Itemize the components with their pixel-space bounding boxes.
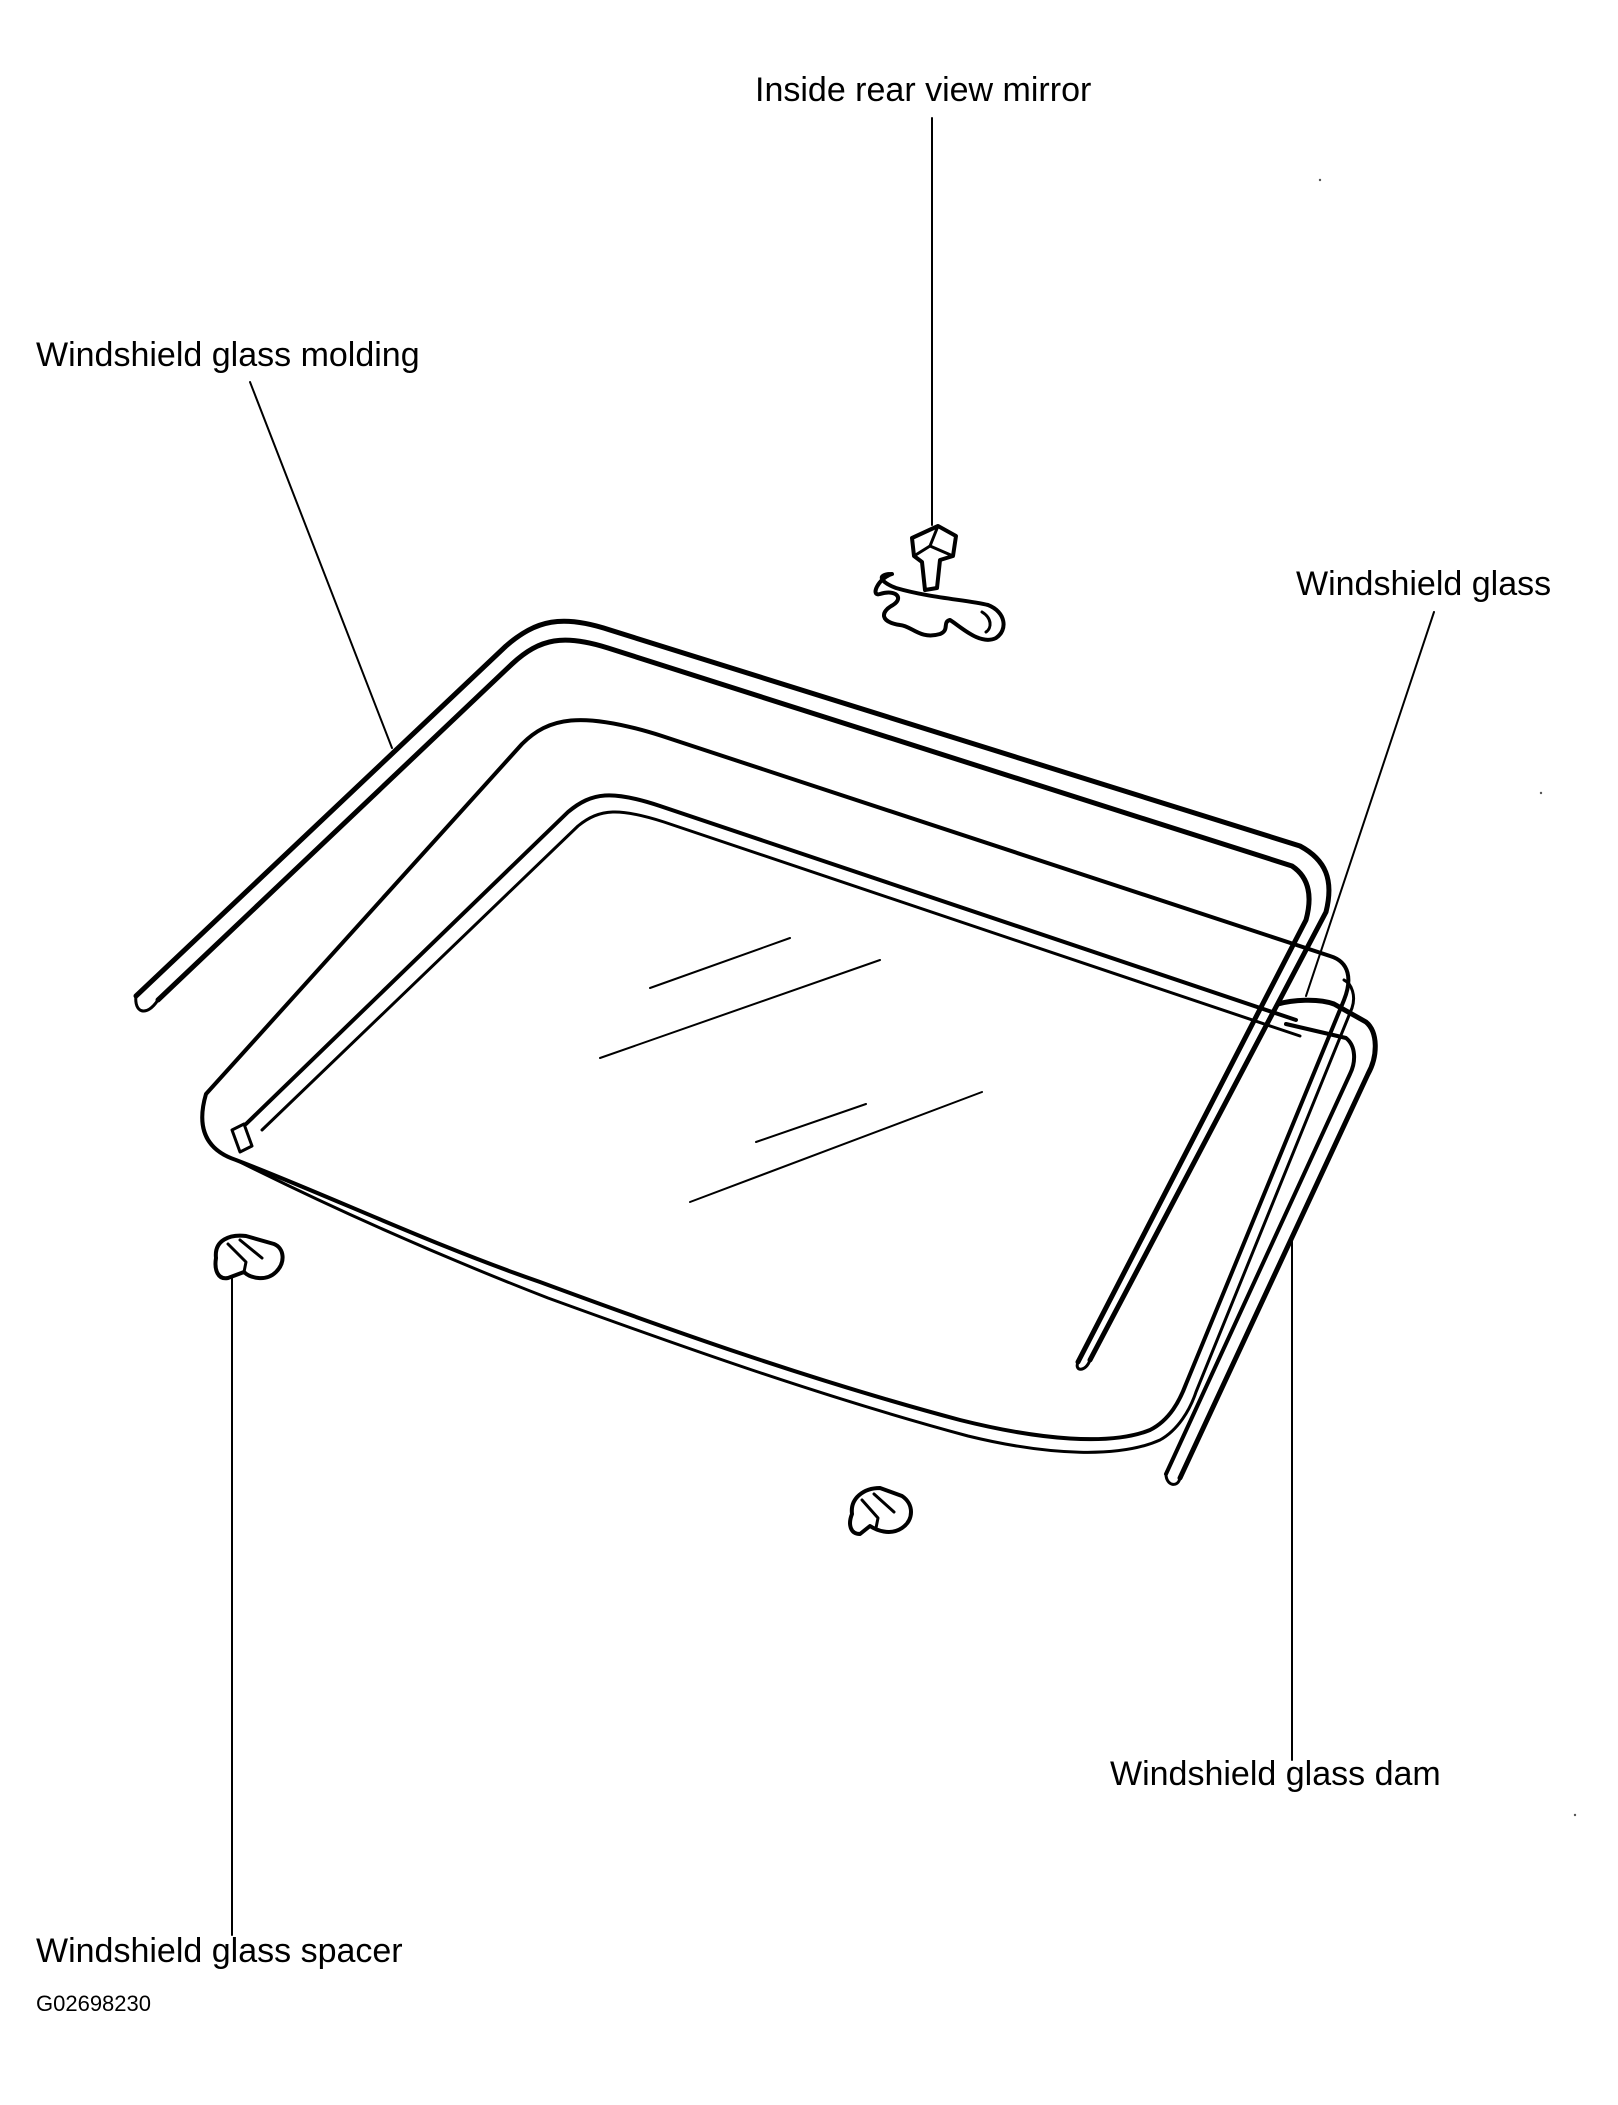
label-windshield-glass-spacer: Windshield glass spacer <box>36 1932 403 1970</box>
scan-specks <box>1318 178 1577 1817</box>
label-inside-rear-view-mirror: Inside rear view mirror <box>755 71 1091 109</box>
figure-code: G02698230 <box>36 1991 151 2016</box>
windshield-glass-spacer-part-right <box>848 1486 913 1536</box>
label-windshield-glass-dam: Windshield glass dam <box>1110 1755 1441 1793</box>
label-windshield-glass-molding: Windshield glass molding <box>36 336 420 374</box>
leader-molding <box>249 381 393 749</box>
leader-glass <box>1305 611 1435 997</box>
windshield-glass-part <box>200 718 1356 1454</box>
windshield-glass-molding-part <box>133 618 1332 1371</box>
label-windshield-glass: Windshield glass <box>1296 565 1551 603</box>
windshield-glass-spacer-part-left <box>213 1233 285 1281</box>
inside-rear-view-mirror-part <box>873 524 1006 642</box>
windshield-glass-dam-part <box>1164 997 1378 1486</box>
leader-lines <box>231 117 1435 1936</box>
